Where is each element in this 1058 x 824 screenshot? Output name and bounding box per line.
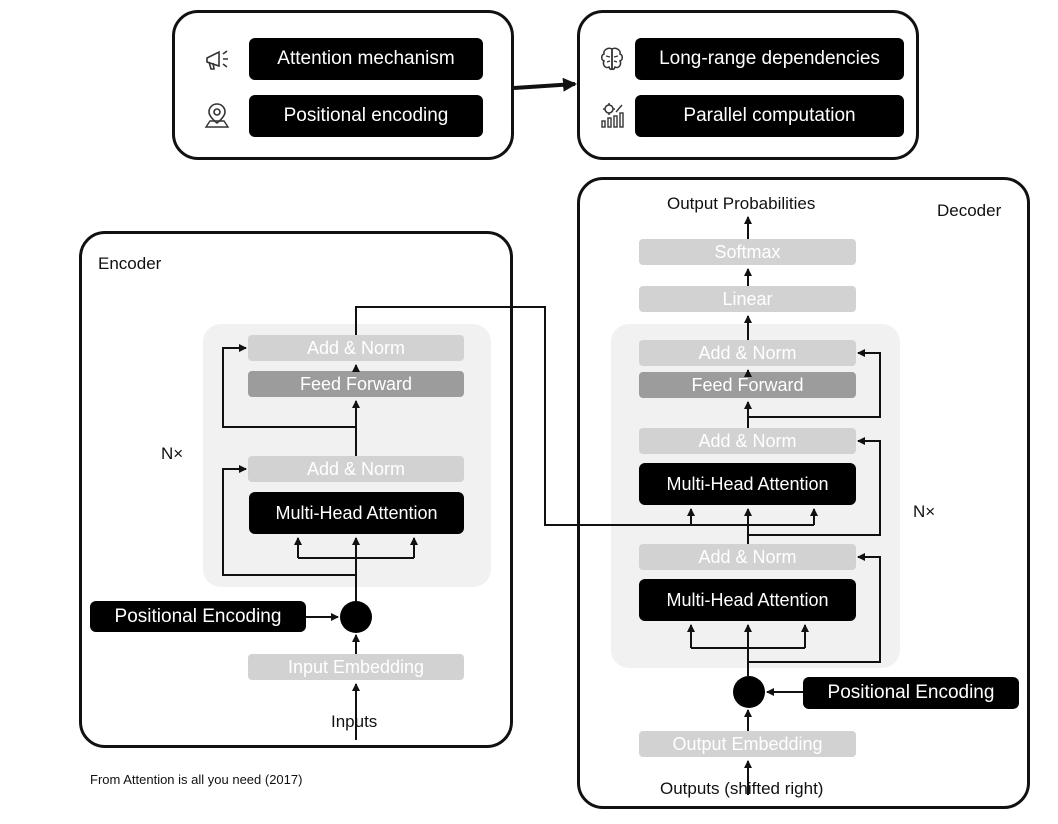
decoder-positional-encoding: Positional Encoding [803, 677, 1019, 709]
encoder-add-node [340, 601, 372, 633]
chart-gear-icon [601, 103, 624, 128]
decoder-cross-attention: Multi-Head Attention [639, 463, 856, 505]
encoder-multi-head-attention: Multi-Head Attention [249, 492, 464, 534]
long-range-dependencies-pill: Long-range dependencies [635, 38, 904, 80]
encoder-inputs-label: Inputs [331, 712, 378, 731]
decoder-softmax: Softmax [639, 239, 856, 265]
brain-icon [601, 47, 623, 71]
decoder-linear: Linear [639, 286, 856, 312]
decoder-add-norm-mid: Add & Norm [639, 428, 856, 454]
encoder-repeat-label: N× [161, 444, 184, 463]
decoder-output-probabilities: Output Probabilities [667, 194, 816, 213]
encoder-positional-encoding: Positional Encoding [90, 601, 306, 632]
encoder-title: Encoder [98, 254, 162, 273]
decoder-output-embedding: Output Embedding [639, 731, 856, 757]
map-pin-icon [204, 103, 230, 128]
summary-left-panel [172, 10, 514, 160]
parallel-computation-pill: Parallel computation [635, 95, 904, 137]
attention-mechanism-pill: Attention mechanism [249, 38, 483, 80]
decoder-add-norm-top: Add & Norm [639, 340, 856, 366]
decoder-add-node [733, 676, 765, 708]
decoder-add-norm-bottom: Add & Norm [639, 544, 856, 570]
decoder-feed-forward: Feed Forward [639, 372, 856, 398]
source-caption: From Attention is all you need (2017) [90, 772, 303, 787]
summary-right-panel [577, 10, 919, 160]
megaphone-icon [206, 50, 228, 70]
decoder-repeat-label: N× [913, 502, 936, 521]
encoder-add-norm-bottom: Add & Norm [248, 456, 464, 482]
decoder-self-attention: Multi-Head Attention [639, 579, 856, 621]
decoder-outputs-label: Outputs (shifted right) [660, 779, 824, 798]
encoder-add-norm-top: Add & Norm [248, 335, 464, 361]
encoder-input-embedding: Input Embedding [248, 654, 464, 680]
positional-encoding-pill: Positional encoding [249, 95, 483, 137]
encoder-feed-forward: Feed Forward [248, 371, 464, 397]
decoder-title: Decoder [937, 201, 1002, 220]
